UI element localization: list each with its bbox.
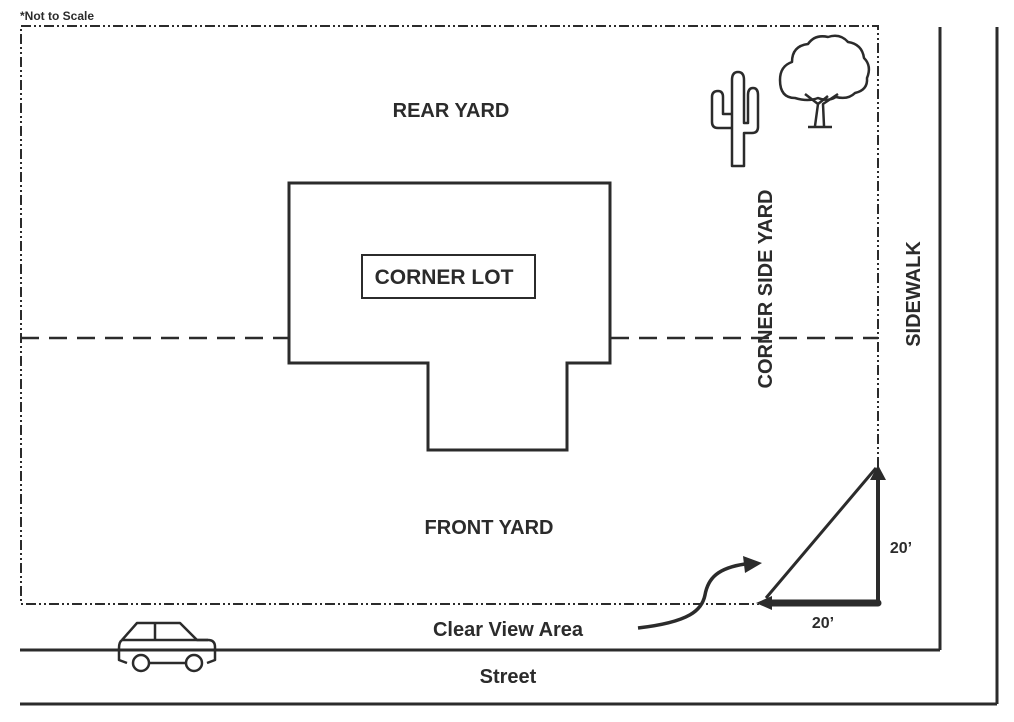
street-label: Street (480, 666, 537, 688)
not-to-scale-note: *Not to Scale (20, 9, 94, 23)
arrowhead-left (756, 596, 772, 610)
dimension-vertical-label: 20’ (890, 540, 912, 557)
clear-view-pointer-arrow (637, 556, 762, 630)
corner-lot-label: CORNER LOT (375, 266, 514, 289)
arrowhead-up (870, 465, 886, 480)
front-yard-label: FRONT YARD (425, 517, 554, 539)
tree-icon (778, 34, 871, 129)
dimension-horizontal-label: 20’ (812, 615, 834, 632)
sidewalk-label: SIDEWALK (903, 241, 925, 347)
property-line (20, 25, 879, 605)
corner-side-yard-label: CORNER SIDE YARD (755, 190, 777, 389)
house-footprint (287, 181, 612, 452)
clear-view-area-label: Clear View Area (433, 619, 584, 641)
cactus-icon (710, 70, 760, 168)
sight-line-hypotenuse (764, 467, 878, 599)
clear-view-triangle (756, 465, 886, 610)
rear-yard-label: REAR YARD (393, 100, 510, 122)
corner-lot-box (361, 254, 536, 299)
car-icon (117, 621, 217, 673)
